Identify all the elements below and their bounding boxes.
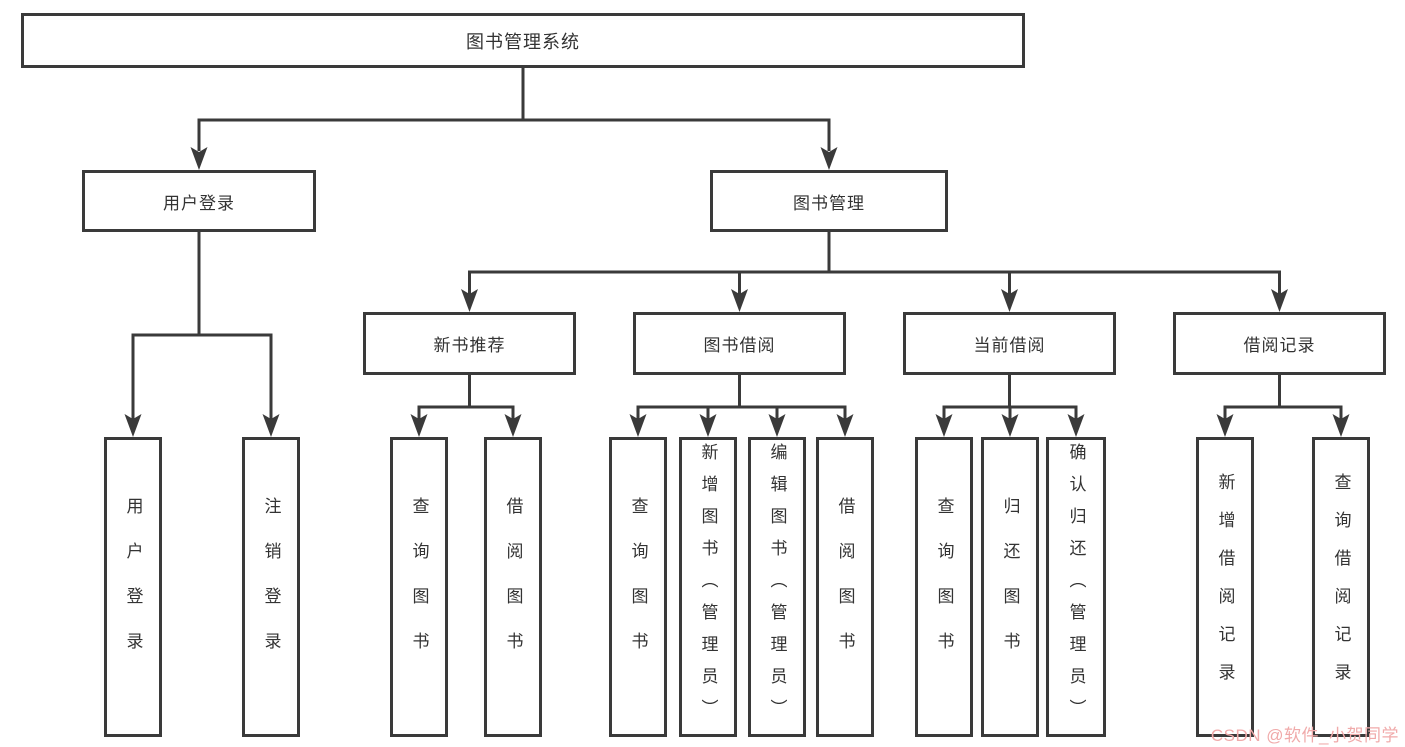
leaf-user-login: 用户登录 [104,437,162,737]
leaf-add-borrow-record-label: 新增借阅记录 [1215,473,1235,701]
connector-lines [131,68,1343,419]
node-book-management-label: 图书管理 [793,193,865,213]
node-user-login-label: 用户登录 [163,193,235,213]
leaf-edit-book-admin-label: 编辑图书（管理员） [767,443,787,731]
leaf-return-book-label: 归还图书 [1000,497,1020,677]
node-new-book-recommend-label: 新书推荐 [433,336,506,355]
node-borrow-record: 借阅记录 [1173,312,1386,375]
leaf-borrow-books-label: 借阅图书 [835,497,855,677]
leaf-query-books-recommend-label: 查询图书 [409,497,429,677]
arrowhead-icons [124,147,1350,437]
leaf-borrow-books-recommend: 借阅图书 [484,437,542,737]
node-root-label: 图书管理系统 [466,31,580,52]
node-new-book-recommend: 新书推荐 [363,312,576,375]
node-root: 图书管理系统 [21,13,1025,68]
leaf-edit-book-admin: 编辑图书（管理员） [748,437,806,737]
leaf-user-login-label: 用户登录 [123,497,143,677]
leaf-query-books-current-label: 查询图书 [934,497,954,677]
node-book-borrow-label: 图书借阅 [703,336,776,355]
node-book-management: 图书管理 [710,170,948,232]
leaf-query-books-borrow: 查询图书 [609,437,667,737]
node-user-login: 用户登录 [82,170,316,232]
csdn-watermark: CSDN @软件_小贺同学 [1210,726,1399,745]
leaf-borrow-books-recommend-label: 借阅图书 [503,497,523,677]
leaf-query-books-recommend: 查询图书 [390,437,448,737]
leaf-add-borrow-record: 新增借阅记录 [1196,437,1254,737]
leaf-add-book-admin: 新增图书（管理员） [679,437,737,737]
leaf-return-book: 归还图书 [981,437,1039,737]
leaf-confirm-return-admin: 确认归还（管理员） [1046,437,1106,737]
leaf-borrow-books: 借阅图书 [816,437,874,737]
leaf-confirm-return-admin-label: 确认归还（管理员） [1066,443,1086,731]
leaf-add-book-admin-label: 新增图书（管理员） [698,443,718,731]
node-current-borrow: 当前借阅 [903,312,1116,375]
leaf-query-borrow-record-label: 查询借阅记录 [1331,473,1351,701]
node-borrow-record-label: 借阅记录 [1243,336,1316,355]
leaf-logout-label: 注销登录 [261,497,281,677]
leaf-query-books-current: 查询图书 [915,437,973,737]
node-book-borrow: 图书借阅 [633,312,846,375]
leaf-logout: 注销登录 [242,437,300,737]
leaf-query-books-borrow-label: 查询图书 [628,497,648,677]
leaf-query-borrow-record: 查询借阅记录 [1312,437,1370,737]
node-current-borrow-label: 当前借阅 [973,336,1046,355]
